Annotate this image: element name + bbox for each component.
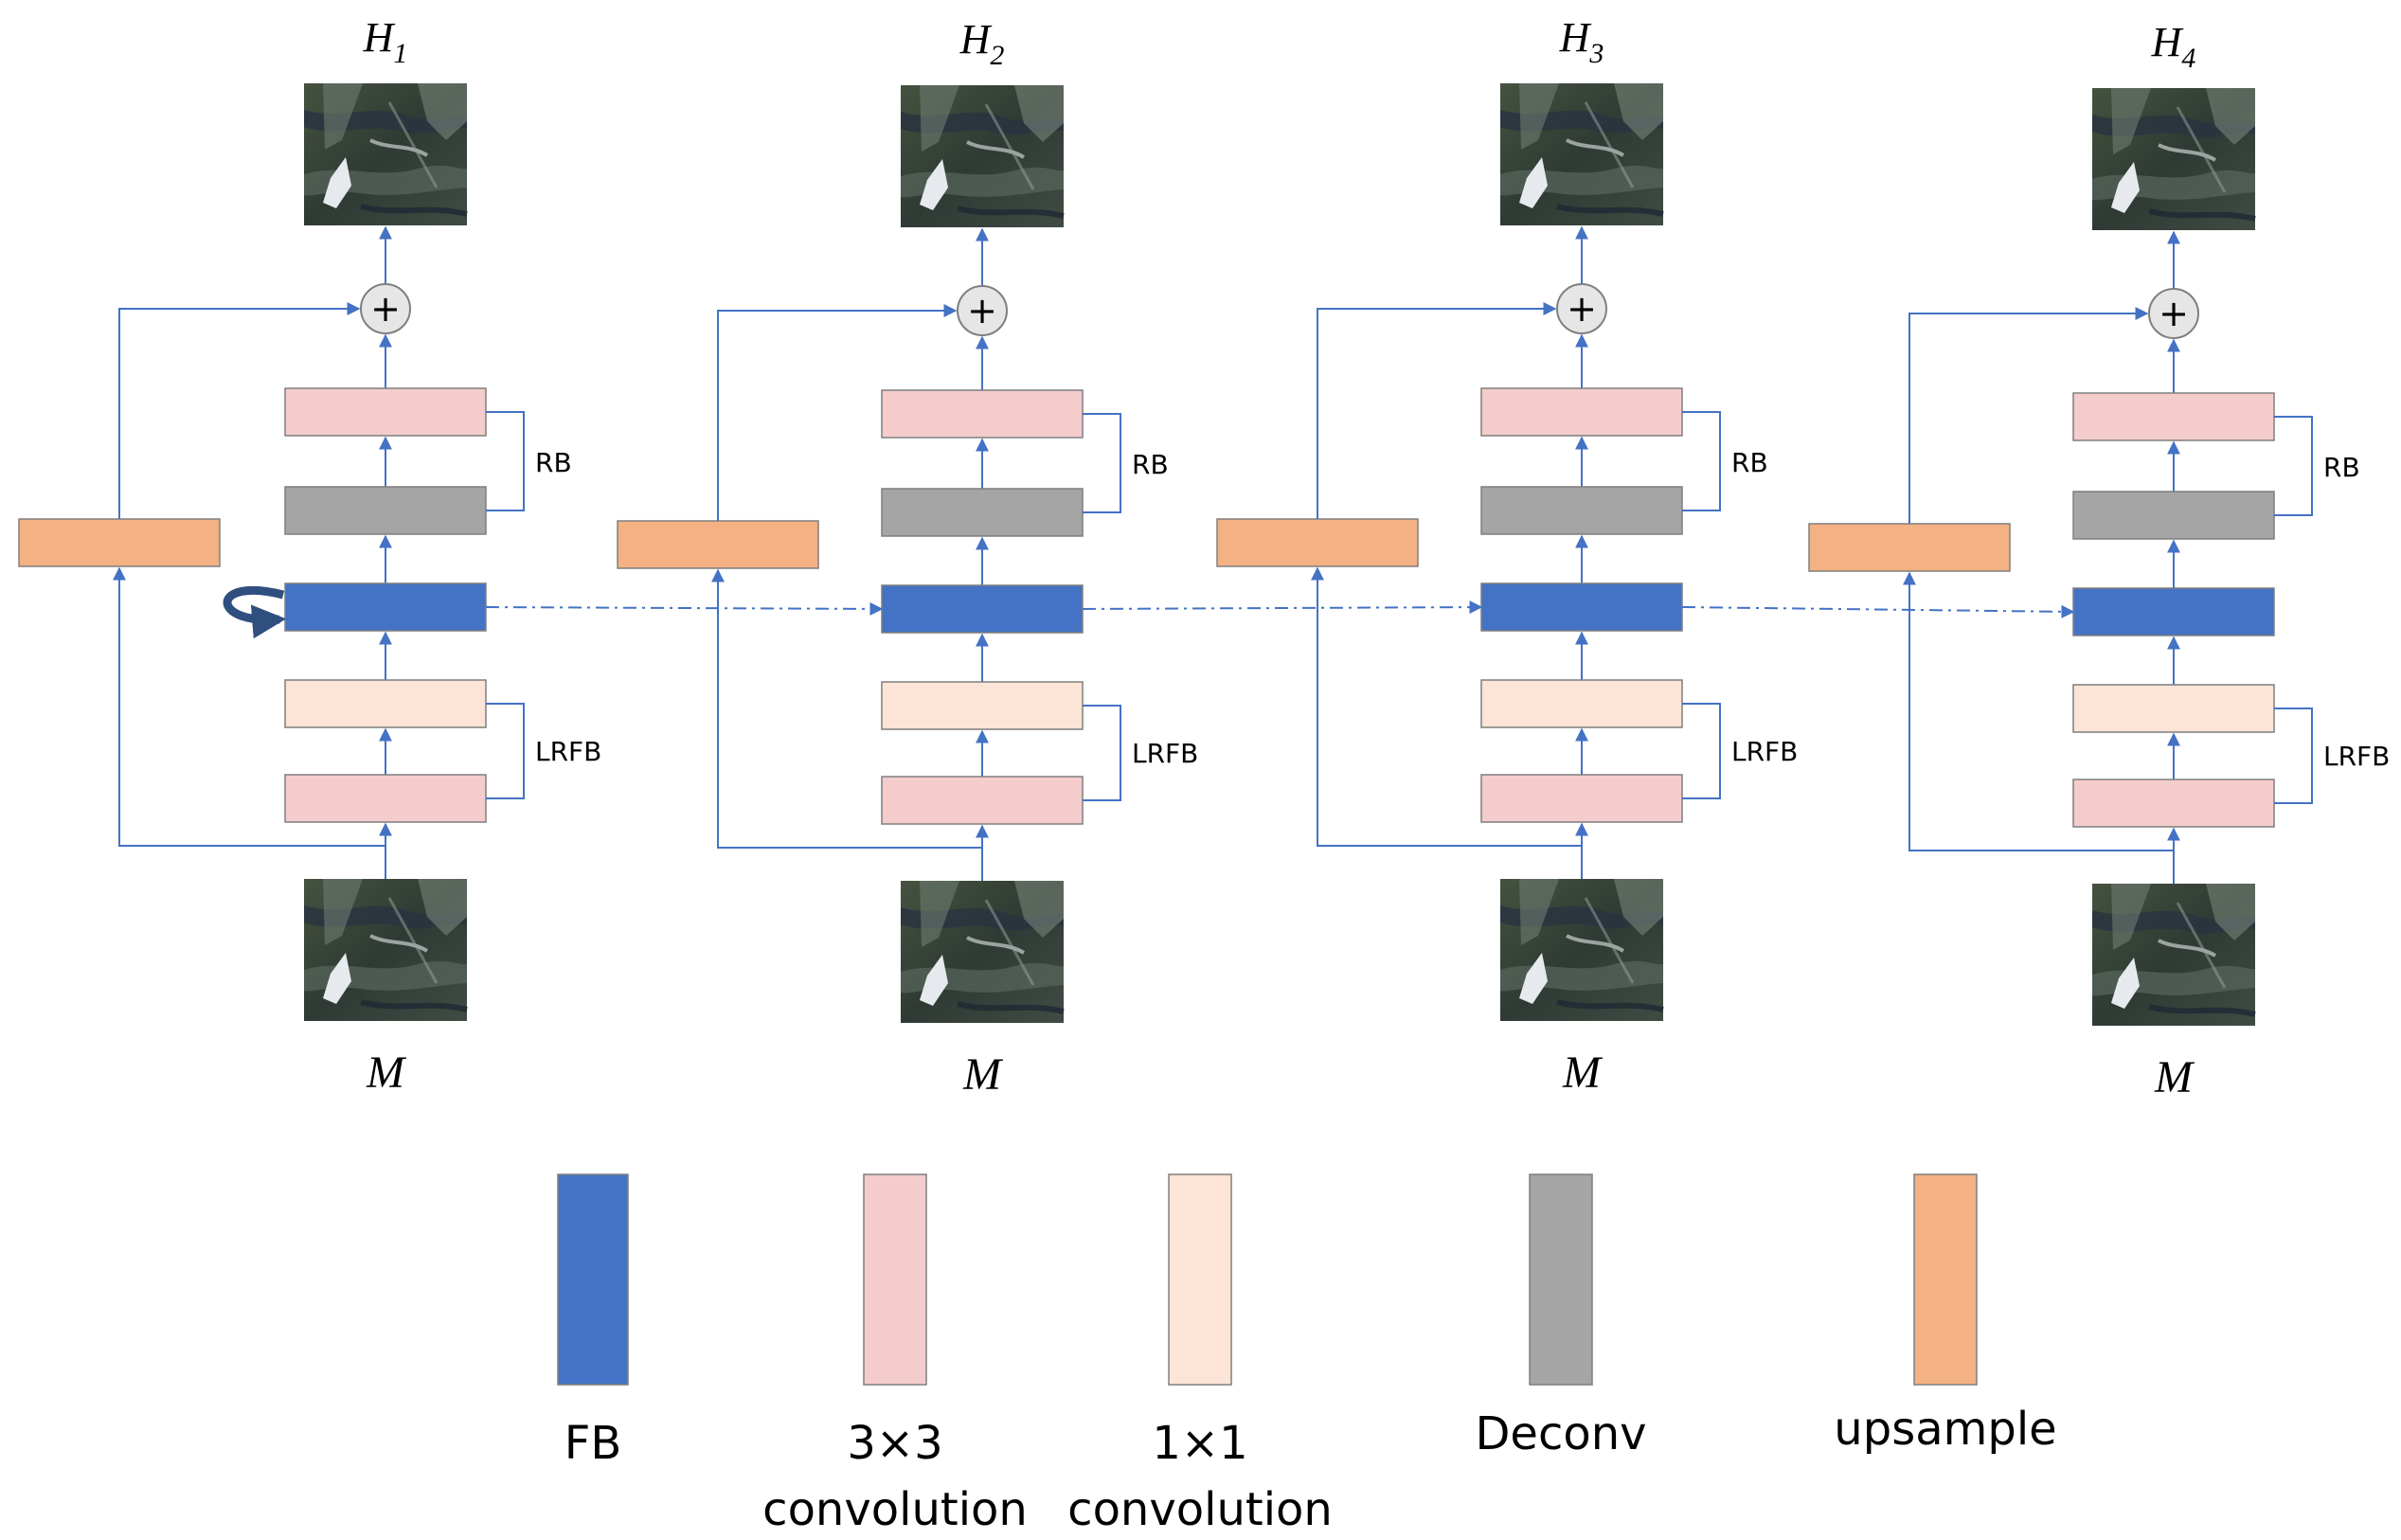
legend-item-fb: FB [557, 1173, 629, 1470]
legend-label-fb: FB [564, 1417, 622, 1470]
legend-label-upsample: upsample [1834, 1403, 2056, 1456]
skip-to-upsample [1903, 571, 2174, 851]
lrfb-conv3x3-block [2072, 779, 2275, 828]
output-image [2092, 88, 2255, 230]
stage-3: H3 + RB LRFB M [1216, 14, 1798, 1098]
rb-conv3x3-block [284, 387, 487, 437]
legend-swatch-fb [557, 1173, 629, 1386]
fb-feedback-arrow [1681, 604, 2075, 618]
legend-label-conv1: convolution [1067, 1483, 1333, 1536]
lrfb-conv1x1-block [881, 681, 1084, 730]
adder-circle [2148, 288, 2199, 339]
adder-symbol: + [2159, 293, 2189, 334]
legend-label-conv3: convolution [762, 1483, 1028, 1536]
stage-4: H4 + RB LRFB M [1808, 19, 2390, 1102]
output-label: H2 [959, 16, 1005, 71]
rb-label: RB [1731, 447, 1768, 478]
input-label: M [962, 1049, 1004, 1100]
legend-swatch-conv1 [1168, 1173, 1232, 1386]
output-label: H3 [1559, 14, 1604, 69]
input-label: M [2154, 1052, 2195, 1102]
input-label: M [1562, 1048, 1604, 1098]
legend-item-conv3: 3×3 convolution [762, 1173, 1028, 1536]
legend-item-conv1: 1×1 convolution [1067, 1173, 1333, 1536]
lrfb-label: LRFB [1132, 738, 1198, 769]
fb-feedback-arrow [1082, 600, 1483, 615]
upsample-block [1808, 523, 2011, 572]
skip-to-upsample [711, 568, 982, 849]
input-image [2092, 884, 2255, 1026]
fb-block [881, 584, 1084, 634]
rb-deconv-block [284, 486, 487, 535]
legend-swatch-deconv [1529, 1173, 1593, 1386]
lrfb-conv3x3-block [284, 774, 487, 823]
input-image [901, 881, 1064, 1023]
rb-bracket [486, 411, 525, 511]
rb-bracket [1682, 411, 1721, 511]
legend-label-conv1: 1×1 [1152, 1417, 1247, 1470]
rb-deconv-block [1480, 486, 1683, 535]
stage-1: H1 + RB LRFB M [18, 14, 601, 1098]
rb-label: RB [535, 447, 572, 478]
fb-feedback-arrow [485, 601, 884, 616]
skip-to-adder [1317, 302, 1557, 519]
rb-bracket [2274, 416, 2313, 516]
stage-2: H2 + RB LRFB M [617, 16, 1198, 1100]
rb-deconv-block [2072, 491, 2275, 540]
skip-to-adder [118, 302, 361, 519]
adder-circle [1556, 283, 1607, 334]
legend-item-upsample: upsample [1834, 1173, 2057, 1456]
fb-block [284, 582, 487, 632]
skip-to-upsample [113, 566, 385, 847]
input-label: M [366, 1048, 407, 1098]
rb-label: RB [1132, 449, 1169, 480]
lrfb-bracket [2274, 707, 2313, 804]
input-image [1500, 879, 1663, 1021]
lrfb-label: LRFB [2323, 741, 2390, 772]
lrfb-conv3x3-block [1480, 774, 1683, 823]
legend-swatch-upsample [1913, 1173, 1978, 1386]
fb-self-loop [223, 586, 287, 639]
lrfb-conv1x1-block [2072, 684, 2275, 733]
skip-to-adder [1908, 307, 2149, 524]
fb-block [1480, 582, 1683, 632]
output-label: H1 [363, 14, 408, 69]
adder-circle [957, 285, 1008, 336]
adder-symbol: + [1567, 288, 1597, 330]
legend-label-deconv: Deconv [1475, 1407, 1646, 1460]
upsample-block [1216, 518, 1419, 567]
upsample-block [617, 520, 819, 569]
output-image [901, 85, 1064, 227]
legend-item-deconv: Deconv [1475, 1173, 1647, 1460]
lrfb-conv1x1-block [1480, 679, 1683, 728]
lrfb-bracket [1682, 703, 1721, 799]
adder-symbol: + [370, 288, 401, 330]
rb-deconv-block [881, 488, 1084, 537]
legend-label-conv3: 3×3 [847, 1417, 942, 1470]
upsample-block [18, 518, 221, 567]
rb-conv3x3-block [2072, 392, 2275, 441]
rb-bracket [1083, 413, 1121, 513]
output-image [304, 83, 467, 225]
lrfb-label: LRFB [1731, 736, 1798, 767]
lrfb-conv3x3-block [881, 776, 1084, 825]
input-image [304, 879, 467, 1021]
lrfb-label: LRFB [535, 736, 601, 767]
lrfb-conv1x1-block [284, 679, 487, 728]
lrfb-bracket [1083, 705, 1121, 801]
rb-label: RB [2323, 452, 2360, 483]
fb-block [2072, 587, 2275, 636]
skip-to-adder [717, 304, 958, 521]
adder-symbol: + [967, 290, 997, 331]
lrfb-bracket [486, 703, 525, 799]
rb-conv3x3-block [1480, 387, 1683, 437]
legend-swatch-conv3 [863, 1173, 927, 1386]
output-image [1500, 83, 1663, 225]
adder-circle [360, 283, 411, 334]
skip-to-upsample [1311, 566, 1582, 847]
rb-conv3x3-block [881, 389, 1084, 439]
output-label: H4 [2151, 19, 2196, 74]
